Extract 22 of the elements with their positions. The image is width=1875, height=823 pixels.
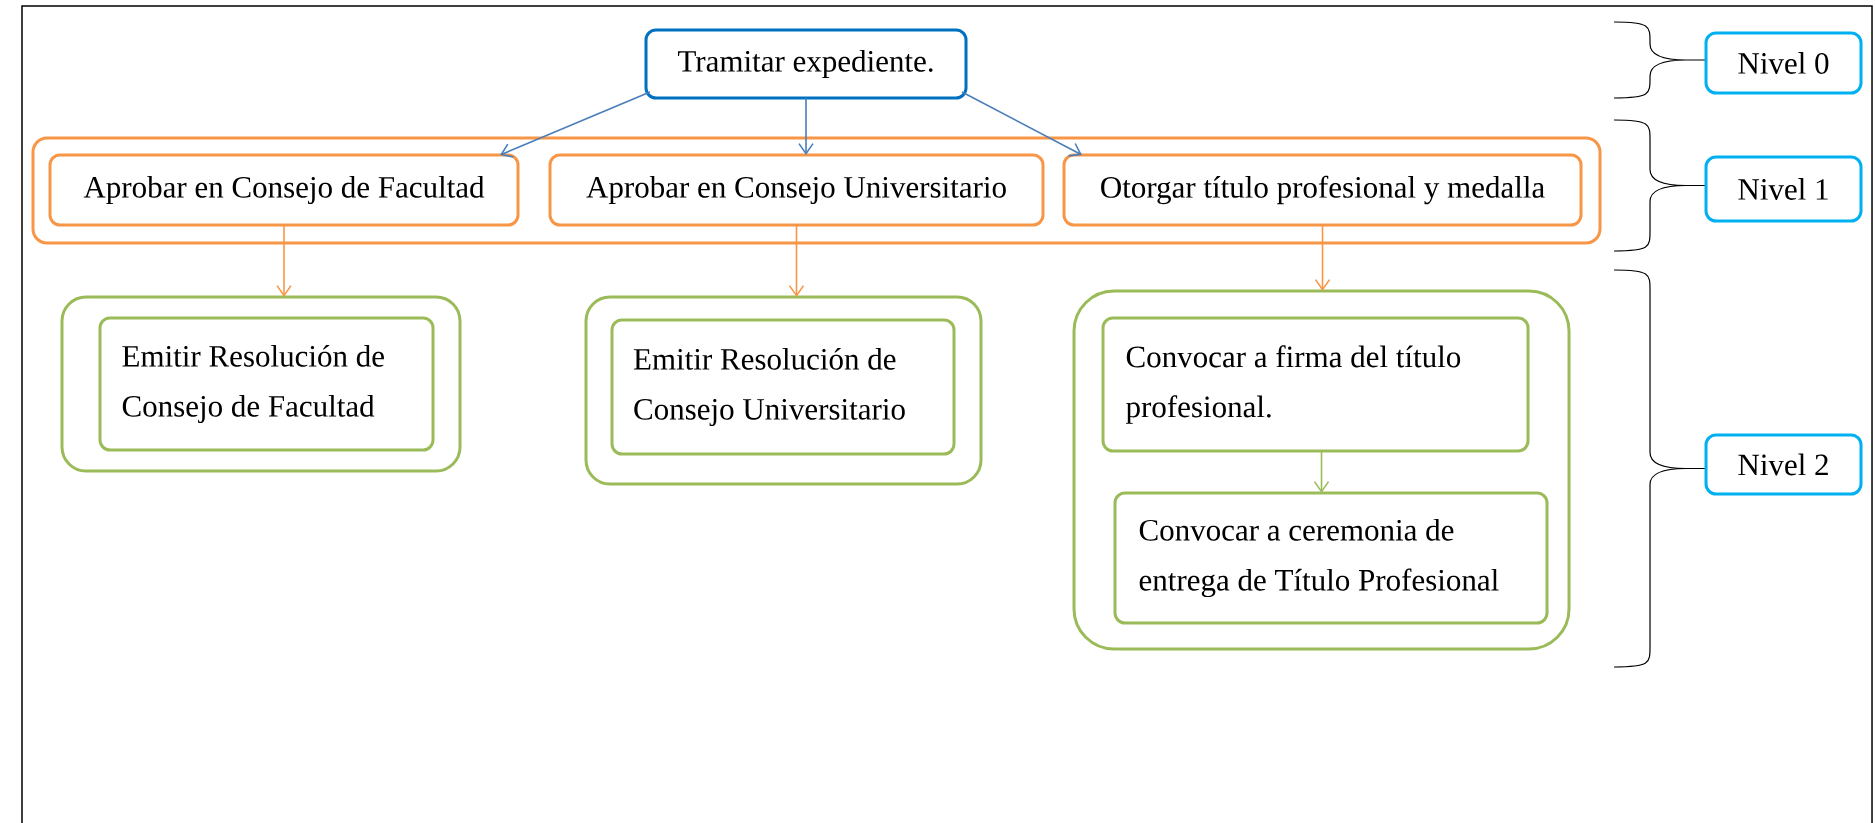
process-box: Emitir Resolución de Consejo Universitario — [610, 318, 956, 456]
group-band — [31, 136, 1602, 245]
level-box: Nivel 2 — [1704, 433, 1863, 496]
process-box: Emitir Resolución de Consejo de Facultad — [98, 316, 435, 452]
level-box: Nivel 0 — [1704, 31, 1863, 95]
level-box: Nivel 1 — [1704, 155, 1863, 223]
group-box — [60, 295, 462, 473]
arrow — [1313, 450, 1330, 493]
process-box: Convocar a firma del título profesional. — [1101, 316, 1530, 453]
process-box: Tramitar expediente. — [644, 28, 968, 100]
process-box: Aprobar en Consejo de Facultad — [48, 153, 520, 227]
process-box: Aprobar en Consejo Universitario — [548, 153, 1045, 227]
arrow — [798, 97, 814, 155]
group-box — [1072, 289, 1571, 651]
process-box: Convocar a ceremonia de entrega de Título Profesional — [1113, 491, 1549, 625]
arrow — [961, 91, 1082, 157]
arrow — [1314, 224, 1331, 291]
group-box — [584, 295, 983, 486]
arrow — [500, 91, 651, 158]
process-box: Otorgar título profesional y medalla — [1062, 153, 1583, 227]
arrow — [276, 224, 292, 297]
arrow — [788, 224, 805, 297]
